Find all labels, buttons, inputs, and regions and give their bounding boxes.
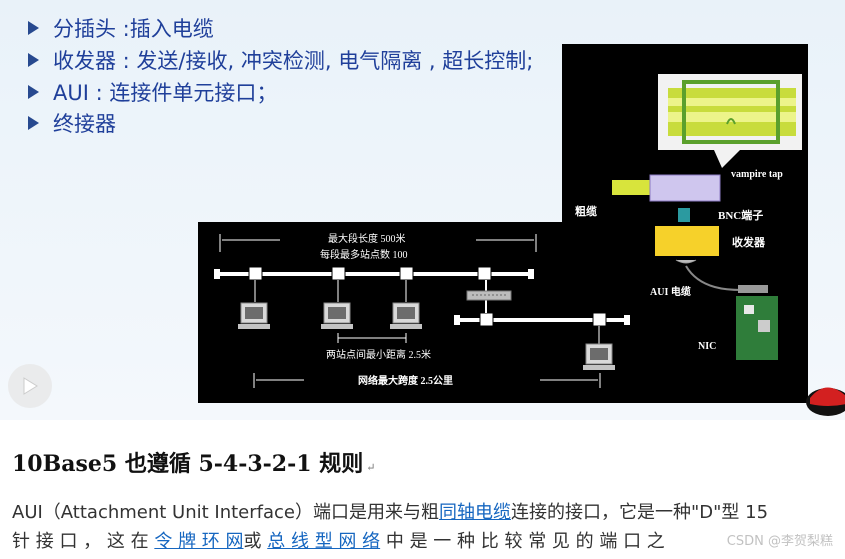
video-play-button[interactable] (8, 364, 52, 408)
thick-cable-label: 粗缆 (575, 204, 597, 218)
stations-label: 每段最多站点数 100 (320, 248, 408, 261)
paragraph-text: 或 (243, 531, 268, 552)
bnc-label: BNC端子 (718, 208, 763, 222)
bus-segment (214, 266, 534, 281)
repeater-hub-icon (466, 290, 512, 301)
bullet-item: 分插头 :插入电缆 (28, 13, 214, 43)
nic-label: NIC (698, 341, 716, 352)
bullet-text: AUI : 连接件单元接口； (53, 81, 278, 105)
nic-card-icon (736, 285, 778, 360)
bnc-connector-icon (678, 208, 690, 222)
computer-icon (238, 302, 270, 329)
csdn-watermark: CSDN @李贺梨糕 (726, 534, 833, 549)
bullet-item: 收发器 : 发送/接收, 冲突检测, 电气隔离 , 超长控制; (28, 45, 533, 75)
paragraph-text: AUI（Attachment Unit Interface）端口是用来与粗 (12, 502, 439, 523)
bullet-text: 终接器 (53, 112, 116, 136)
link-bus-network[interactable]: 总 线 型 网 络 (267, 531, 381, 552)
redhat-logo-icon (806, 387, 845, 416)
return-mark: ↵ (366, 461, 376, 474)
min-distance-marker (337, 333, 407, 343)
min-distance-label: 两站点间最小距离 2.5米 (326, 348, 431, 361)
aui-cable-label: AUI 电缆 (650, 285, 691, 298)
paragraph-text: 连接的接口，它是一种"D"型 15 (511, 502, 769, 523)
paragraph-line: AUI（Attachment Unit Interface）端口是用来与粗同轴电… (12, 498, 768, 524)
bullet-arrow-icon (28, 85, 39, 99)
bullet-item: AUI : 连接件单元接口； (28, 77, 277, 107)
max-span-marker (253, 373, 601, 388)
bullet-arrow-icon (28, 53, 39, 67)
bus-segment (454, 312, 630, 327)
aui-cable-line (685, 265, 743, 291)
slide-screenshot: 分插头 :插入电缆 收发器 : 发送/接收, 冲突检测, 电气隔离 , 超长控制… (0, 0, 845, 420)
bullet-arrow-icon (28, 116, 39, 130)
bullet-item: 终接器 (28, 108, 116, 138)
paragraph-line: 针 接 口 ， 这 在 令 牌 环 网或 总 线 型 网 络 中 是 一 种 比… (12, 527, 665, 553)
computer-icon (390, 302, 422, 329)
paragraph-text: 中 是 一 种 比 较 常 见 的 端 口 之 (380, 531, 665, 552)
link-token-ring[interactable]: 令 牌 环 网 (154, 531, 244, 552)
bullet-text: 收发器 : 发送/接收, 冲突检测, 电气隔离 , 超长控制; (53, 49, 534, 73)
ethernet-diagram: vampire tap 粗缆 BNC端子 收发器 AUI 电缆 NIC 最大段长… (214, 74, 845, 416)
segment-length-label: 最大段长度 500米 (328, 232, 406, 245)
bullet-text: 分插头 :插入电缆 (53, 17, 214, 41)
segment-length-marker (219, 234, 537, 252)
computer-icon (321, 302, 353, 329)
play-icon (23, 377, 38, 395)
vampire-tap-zoom (658, 74, 802, 168)
heading-text: 10Base5 也遵循 5-4-3-2-1 规则 (12, 451, 364, 477)
paragraph-text: 针 接 口 ， 这 在 (12, 531, 155, 552)
transceiver-box (655, 226, 719, 256)
max-span-label: 网络最大跨度 2.5公里 (358, 374, 453, 387)
transceiver-label: 收发器 (732, 235, 766, 249)
link-coaxial-cable[interactable]: 同轴电缆 (439, 502, 511, 523)
vampire-tap-block (649, 174, 721, 202)
computer-icon (583, 343, 615, 370)
article-heading: 10Base5 也遵循 5-4-3-2-1 规则↵ (12, 446, 375, 478)
vampire-tap-label: vampire tap (731, 169, 783, 180)
bullet-arrow-icon (28, 21, 39, 35)
